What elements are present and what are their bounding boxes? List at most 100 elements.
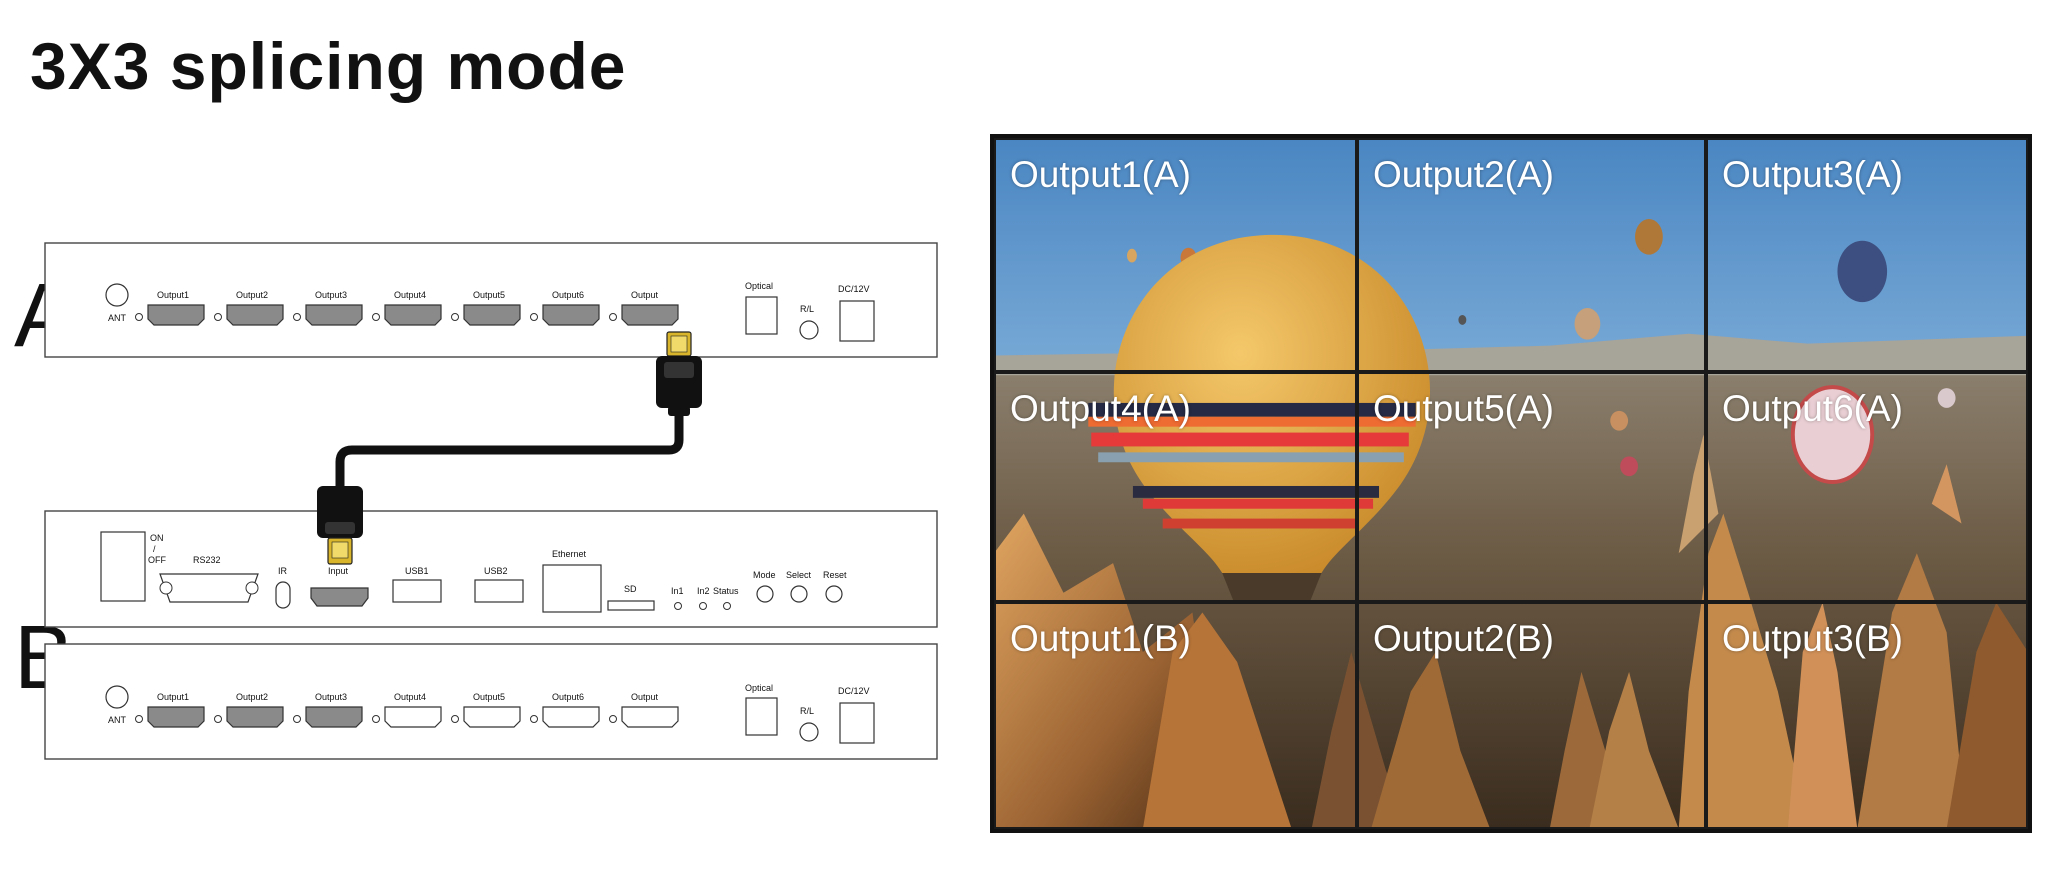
hdmi-port[interactable] (384, 706, 442, 728)
video-wall-cell: Output2(B) (1357, 602, 1706, 829)
port-led (451, 715, 459, 723)
hdmi-port[interactable] (384, 304, 442, 326)
device-b-reset-button[interactable] (825, 585, 843, 603)
device-b-rl-jack[interactable] (799, 722, 819, 742)
port-label: Output (631, 290, 659, 300)
video-wall-cell-label: Output3(A) (1722, 154, 1903, 195)
hdmi-port[interactable] (542, 304, 600, 326)
port-label: Output2 (236, 290, 268, 300)
hdmi-port[interactable] (621, 706, 679, 728)
device-b-reset-label: Reset (823, 570, 847, 580)
device-b-usb1-port[interactable] (392, 579, 442, 603)
device-b-power-label: DC/12V (838, 686, 870, 696)
port-label: Output4 (394, 692, 426, 702)
video-wall-cell: Output2(A) (1357, 138, 1706, 372)
device-b-rs232-port[interactable] (159, 573, 259, 603)
device-a-ports: Output1 Output2 Output3 Output4 Output5 Outpu… (135, 290, 679, 326)
port-label: Output5 (473, 692, 505, 702)
video-wall-cell: Output3(B) (1706, 602, 2028, 829)
device-b-status-label: Status (713, 586, 739, 596)
port-led (530, 715, 538, 723)
device-a-optical-label: Optical (745, 281, 773, 291)
hdmi-port[interactable] (305, 706, 363, 728)
hdmi-port[interactable] (463, 706, 521, 728)
port-led (214, 313, 222, 321)
video-wall-cell: Output3(A) (1706, 138, 2028, 372)
video-wall: Output1(A) Output2(A) Output3(A) Output4(A)… (990, 134, 2032, 833)
port-led (451, 313, 459, 321)
port-label: Output1 (157, 290, 189, 300)
port-led (293, 313, 301, 321)
port-led (609, 715, 617, 723)
device-b-rl-label: R/L (800, 706, 814, 716)
device-a-power-port[interactable] (839, 300, 875, 342)
device-b-usb2-port[interactable] (474, 579, 524, 603)
port-label: Output4 (394, 290, 426, 300)
device-b-ir-port[interactable] (275, 581, 291, 609)
video-wall-cell: Output6(A) (1706, 372, 2028, 602)
hdmi-port[interactable] (226, 706, 284, 728)
device-b-power-port[interactable] (839, 702, 875, 744)
port-led (372, 313, 380, 321)
port-label: Output6 (552, 290, 584, 300)
device-b-input-label: Input (328, 566, 349, 576)
hdmi-port[interactable] (621, 304, 679, 326)
device-b-optical-port[interactable] (745, 697, 778, 736)
device-b-status-led (723, 602, 731, 610)
hdmi-port[interactable] (542, 706, 600, 728)
device-b-mode-label: Mode (753, 570, 776, 580)
device-a-rl-label: R/L (800, 304, 814, 314)
device-b-hdmi-input-port[interactable] (310, 587, 369, 607)
video-wall-cell: Output5(A) (1357, 372, 1706, 602)
device-b-rs232-label: RS232 (193, 555, 221, 565)
port-label: Output3 (315, 290, 347, 300)
video-wall-cell-label: Output1(A) (1010, 154, 1191, 195)
port-led (214, 715, 222, 723)
port-label: Output5 (473, 290, 505, 300)
device-b-ant-label: ANT (108, 715, 127, 725)
device-a-optical-port[interactable] (745, 296, 778, 335)
video-wall-cell-label: Output2(B) (1373, 618, 1554, 659)
port-label: Output3 (315, 692, 347, 702)
video-wall-cell-label: Output5(A) (1373, 388, 1554, 429)
device-b-in2-label: In2 (697, 586, 710, 596)
video-wall-cell-label: Output1(B) (1010, 618, 1191, 659)
page-title: 3X3 splicing mode (30, 29, 627, 103)
device-b-ant-connector (105, 685, 129, 709)
hdmi-port[interactable] (463, 304, 521, 326)
hdmi-port[interactable] (305, 304, 363, 326)
device-b-power-switch[interactable] (100, 531, 146, 602)
port-led (372, 715, 380, 723)
port-led (609, 313, 617, 321)
device-b-top-panel (44, 510, 938, 628)
port-led (293, 715, 301, 723)
device-b-ethernet-port[interactable] (542, 564, 602, 613)
hdmi-port[interactable] (147, 304, 205, 326)
video-wall-cell: Output1(A) (994, 138, 1357, 372)
device-b-mode-button[interactable] (756, 585, 774, 603)
port-led (135, 313, 143, 321)
device-b-in1-label: In1 (671, 586, 684, 596)
video-wall-cell: Output4(A) (994, 372, 1357, 602)
port-label: Output (631, 692, 659, 702)
port-label: Output2 (236, 692, 268, 702)
device-b-bottom-panel (44, 643, 938, 760)
port-led (530, 313, 538, 321)
device-b-in2-led (699, 602, 707, 610)
device-b-in1-led (674, 602, 682, 610)
hdmi-port[interactable] (226, 304, 284, 326)
device-b-usb1-label: USB1 (405, 566, 429, 576)
hdmi-port[interactable] (147, 706, 205, 728)
device-b-sd-slot[interactable] (607, 600, 655, 611)
video-wall-cell-label: Output4(A) (1010, 388, 1191, 429)
video-wall-cell-label: Output2(A) (1373, 154, 1554, 195)
device-b-select-button[interactable] (790, 585, 808, 603)
device-b-ethernet-label: Ethernet (552, 549, 587, 559)
device-b-ir-label: IR (278, 566, 288, 576)
device-a-rl-jack[interactable] (799, 320, 819, 340)
device-b-sd-label: SD (624, 584, 637, 594)
port-led (135, 715, 143, 723)
device-b-optical-label: Optical (745, 683, 773, 693)
